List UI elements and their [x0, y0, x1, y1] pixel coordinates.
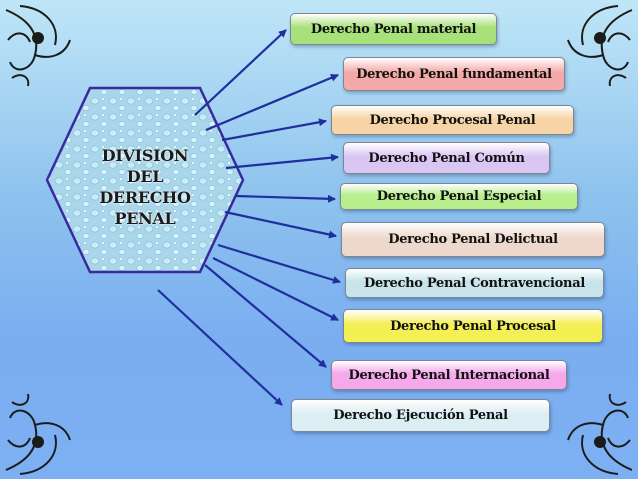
center-title-line-4: PENAL [114, 209, 176, 228]
branch-box-derecho-procesal-penal: Derecho Procesal Penal [331, 105, 574, 135]
branch-box-derecho-penal-contravencional: Derecho Penal Contravencional [345, 268, 604, 298]
arrow-4 [225, 153, 339, 170]
arrow-3 [221, 118, 327, 142]
arrow-10 [157, 289, 283, 406]
corner-ornament-bottom-right [567, 393, 633, 475]
corner-ornament-bottom-left [5, 393, 71, 475]
branch-box-derecho-penal-fundamental: Derecho Penal fundamental [343, 57, 565, 91]
center-title-line-1: DIVISION [101, 146, 189, 165]
arrow-5 [235, 194, 336, 203]
branch-box-derecho-penal-especial: Derecho Penal Especial [340, 183, 578, 210]
branch-box-derecho-penal-material: Derecho Penal material [290, 13, 497, 45]
arrow-1 [194, 29, 287, 116]
branch-box-derecho-ejecucion-penal: Derecho Ejecución Penal [291, 399, 550, 432]
branch-box-derecho-penal-comun: Derecho Penal Común [343, 142, 550, 174]
arrow-8 [212, 257, 339, 321]
arrow-6 [224, 210, 337, 239]
center-title-line-2: DEL [126, 167, 164, 186]
corner-ornament-top-left [5, 5, 71, 87]
arrow-7 [217, 243, 341, 284]
branch-box-derecho-penal-internacional: Derecho Penal Internacional [331, 360, 567, 390]
center-title: DIVISION DEL DERECHO PENAL [80, 145, 210, 229]
arrow-9 [204, 264, 327, 368]
corner-ornament-top-right [567, 5, 633, 87]
center-title-line-3: DERECHO [99, 188, 191, 207]
branch-box-derecho-penal-procesal: Derecho Penal Procesal [343, 309, 603, 343]
branch-box-derecho-penal-delictual: Derecho Penal Delictual [341, 222, 605, 257]
center-hexagon [45, 86, 245, 274]
arrow-2 [205, 73, 339, 132]
arrow-group [157, 29, 341, 406]
